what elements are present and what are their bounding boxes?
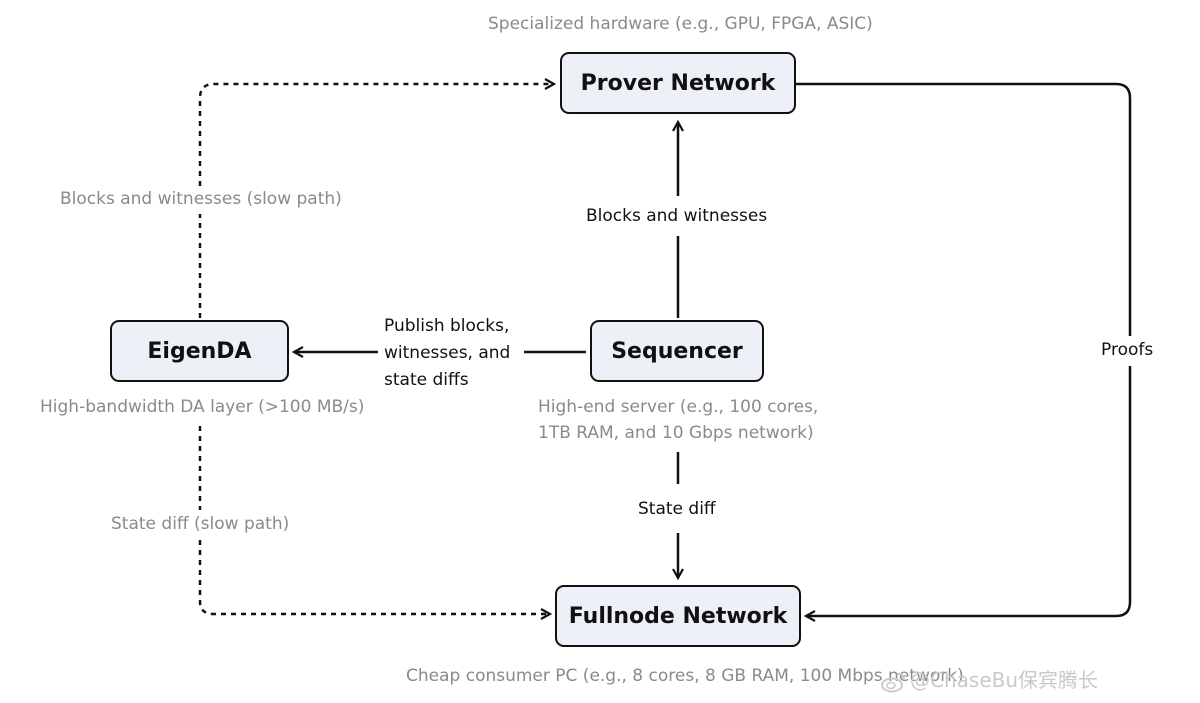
edge-label-state-diff-slow: State diff (slow path) <box>111 514 290 534</box>
edge-eigenda-to-fullnode-lower <box>198 540 550 614</box>
prover-caption: Specialized hardware (e.g., GPU, FPGA, A… <box>488 14 873 34</box>
edge-label-blocks-witnesses: Blocks and witnesses <box>586 203 768 229</box>
prover-network-label: Prover Network <box>580 70 776 96</box>
edge-label-publish: Publish blocks, witnesses, and state dif… <box>384 313 511 394</box>
edge-label-publish-line-3: state diffs <box>384 370 469 390</box>
edge-label-blocks-witnesses-slow: Blocks and witnesses (slow path) <box>60 189 342 209</box>
sequencer-caption-line-2: 1TB RAM, and 10 Gbps network) <box>538 423 814 443</box>
fullnode-network-label: Fullnode Network <box>568 603 788 629</box>
fullnode-caption: Cheap consumer PC (e.g., 8 cores, 8 GB R… <box>406 666 964 686</box>
edge-proofs-lower <box>806 366 1132 616</box>
sequencer-node: Sequencer <box>590 320 764 382</box>
edge-proofs-upper <box>796 82 1132 336</box>
eigenda-node: EigenDA <box>110 320 289 382</box>
edge-label-proofs: Proofs <box>1101 337 1154 363</box>
watermark: @ChaseBu保宾腾长 <box>880 664 1098 693</box>
sequencer-label: Sequencer <box>611 338 743 364</box>
eigenda-label: EigenDA <box>147 338 252 364</box>
watermark-text: @ChaseBu保宾腾长 <box>910 668 1099 692</box>
sequencer-caption-line-1: High-end server (e.g., 100 cores, <box>538 397 819 417</box>
fullnode-network-node: Fullnode Network <box>555 585 801 647</box>
prover-network-node: Prover Network <box>560 52 796 114</box>
eigenda-caption: High-bandwidth DA layer (>100 MB/s) <box>40 397 365 417</box>
weibo-logo-icon <box>881 672 905 692</box>
edge-eigenda-to-prover-upper <box>198 84 554 186</box>
edge-label-publish-line-2: witnesses, and <box>384 343 511 363</box>
edge-label-state-diff: State diff <box>638 496 716 522</box>
sequencer-caption: High-end server (e.g., 100 cores, 1TB RA… <box>538 394 818 446</box>
edge-label-publish-line-1: Publish blocks, <box>384 316 510 336</box>
